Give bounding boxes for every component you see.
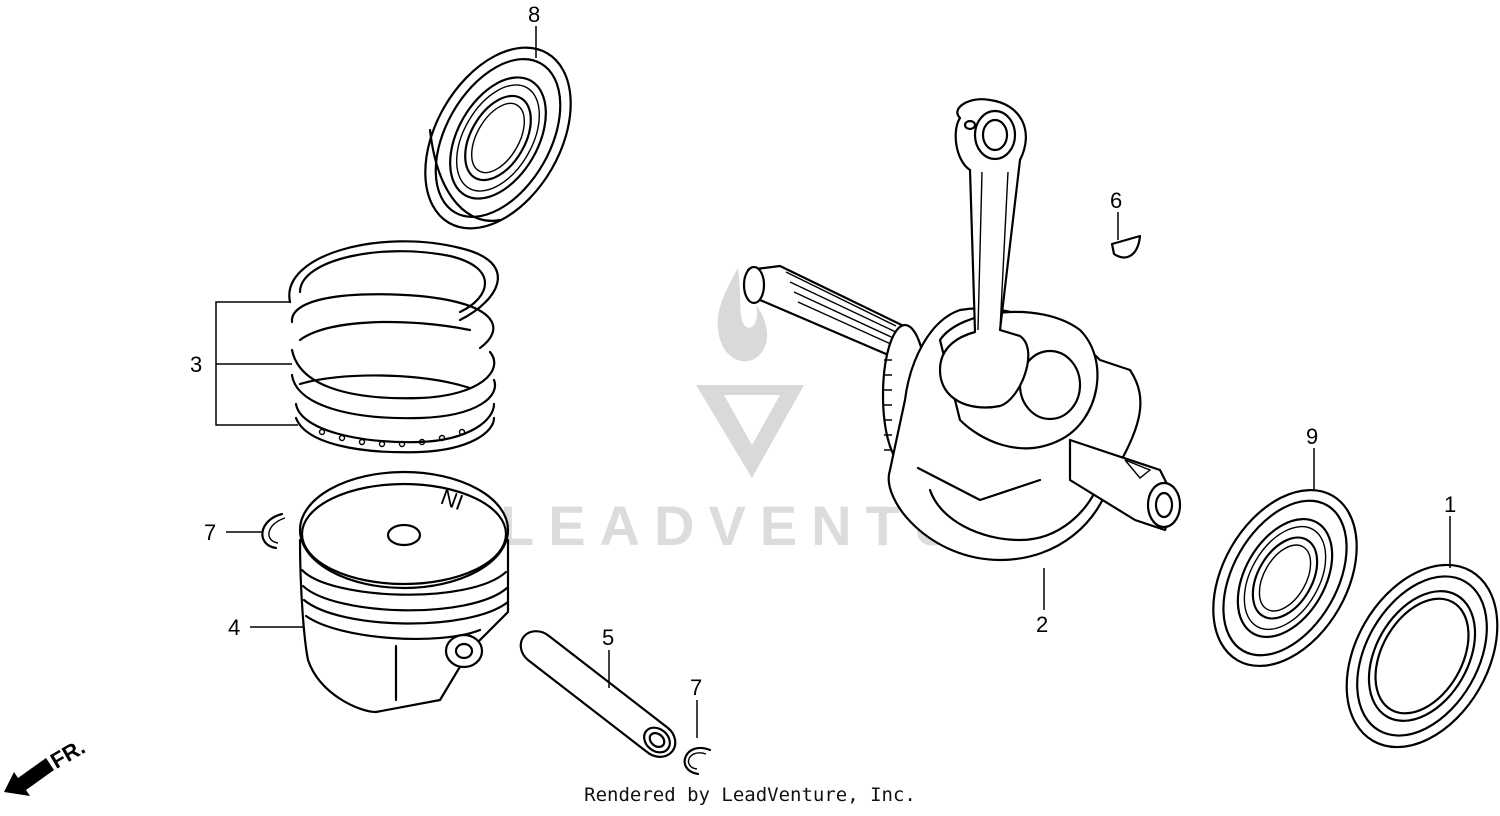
- piston-pin: [519, 630, 677, 758]
- ball-bearing-lower: [1212, 488, 1358, 668]
- callout-labels: 8 3 7 4 5 7 6 2 9 1: [190, 2, 1456, 700]
- callout-2: 2: [1036, 612, 1048, 637]
- callout-3: 3: [190, 352, 202, 377]
- callout-8: 8: [528, 2, 540, 27]
- callout-6: 6: [1110, 188, 1122, 213]
- callout-5: 5: [602, 625, 614, 650]
- callout-7-left: 7: [204, 520, 216, 545]
- piston-ring-set: [288, 240, 499, 454]
- crankshaft-assembly: [742, 98, 1182, 562]
- callout-9: 9: [1306, 424, 1318, 449]
- piston-pin-clip-right: [683, 747, 712, 776]
- piston-pin-clip-left: [261, 512, 286, 550]
- front-arrow-label: FR.: [46, 734, 89, 773]
- callout-4: 4: [228, 615, 240, 640]
- oil-seal: [1345, 563, 1499, 749]
- oil-ring-holes: [318, 428, 466, 448]
- leader-lines: [215, 26, 1451, 738]
- callout-1: 1: [1444, 492, 1456, 517]
- woodruff-key: [1110, 234, 1142, 259]
- credit-text: Rendered by LeadVenture, Inc.: [584, 784, 916, 806]
- piston: IN: [298, 470, 510, 714]
- callout-7-right: 7: [690, 675, 702, 700]
- ball-bearing-upper: [424, 46, 572, 230]
